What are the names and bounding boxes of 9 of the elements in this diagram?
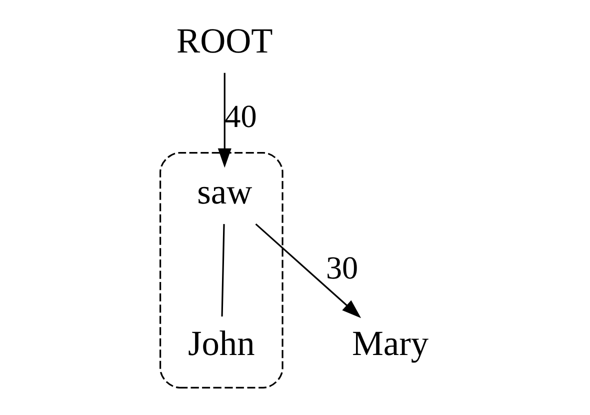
arrow xyxy=(255,223,362,318)
edge-label: 30 xyxy=(326,249,358,286)
arrow xyxy=(218,72,232,168)
connector xyxy=(221,224,225,317)
node-text: John xyxy=(188,322,255,363)
node-text: saw xyxy=(197,172,252,212)
node-text: ROOT xyxy=(176,20,273,60)
node-text: Mary xyxy=(352,322,429,363)
cluster xyxy=(160,152,284,388)
